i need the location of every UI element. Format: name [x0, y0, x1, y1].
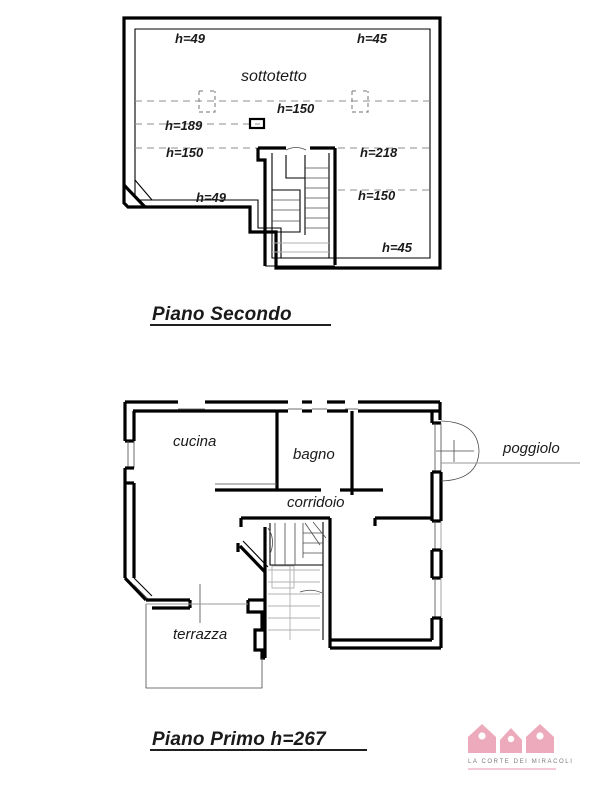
brand-logo: LA CORTE DEI MIRACOLI	[468, 724, 574, 770]
first-floor-left-bevel-inner	[133, 577, 153, 597]
first-floor-title-group: Piano Primo h=267	[150, 729, 367, 751]
h-label-h218-right: h=218	[360, 145, 398, 160]
second-floor-bevel-corner	[122, 183, 147, 209]
stair-winder-diag-2	[312, 521, 327, 539]
room-label-terrazza: terrazza	[173, 626, 227, 643]
h-label-h45-top-right: h=45	[357, 31, 388, 46]
h-label-h189-left: h=189	[165, 118, 203, 133]
stair-rail-diagonal-inner	[242, 540, 269, 568]
second-floor-title: Piano Secondo	[152, 304, 292, 325]
logo-brand-text: LA CORTE DEI MIRACOLI	[468, 759, 574, 765]
room-label-sottotetto: sottotetto	[241, 68, 307, 85]
stair-arrow-lower	[299, 589, 323, 594]
stair-winder-arc-left	[267, 527, 273, 555]
second-floor-bevel-corner-inner	[134, 179, 153, 201]
room-label-corridoio: corridoio	[287, 494, 345, 511]
second-floor-outer-wall	[122, 16, 442, 270]
second-floor-title-group: Piano Secondo	[150, 304, 331, 326]
h-label-h150-left: h=150	[166, 145, 204, 160]
h-label-h49-top-left: h=49	[175, 31, 206, 46]
logo-house-right-window-icon	[536, 732, 544, 740]
logo-house-left-window-icon	[478, 732, 486, 740]
stair-shaft-inner	[271, 153, 330, 259]
h-label-h150-right: h=150	[358, 188, 396, 203]
second-floor-stair-arc	[285, 147, 307, 151]
skylight-left	[198, 90, 216, 113]
skylight-right	[351, 90, 369, 113]
stair-winder-diag-1	[304, 522, 321, 546]
second-floor-plan: h=49 h=45 h=150 h=189 h=150 h=218 h=150 …	[122, 16, 442, 270]
second-floor-stair-landing	[285, 155, 305, 179]
first-floor-bottom-wall-step	[246, 600, 265, 660]
first-floor-title: Piano Primo h=267	[152, 729, 327, 750]
first-floor-stair-treads-upper	[269, 523, 323, 566]
logo-house-middle-window-icon	[507, 735, 515, 743]
terrazza-outline	[145, 604, 263, 689]
room-label-cucina: cucina	[173, 433, 216, 450]
stair-rail-diagonal	[238, 544, 267, 574]
second-floor-inner-roof-line	[134, 28, 431, 259]
h-label-h49-bottom: h=49	[196, 190, 227, 205]
second-floor-stair-treads-right	[304, 155, 329, 235]
h-label-h150-center: h=150	[277, 101, 315, 116]
first-floor-plan: cucina bagno corridoio terrazza poggiolo	[123, 400, 580, 689]
second-floor-stair-treads-left	[272, 189, 301, 233]
room-label-bagno: bagno	[293, 446, 335, 463]
room-label-poggiolo: poggiolo	[502, 440, 560, 457]
first-floor-left-bevel	[123, 576, 148, 602]
attic-hatch	[248, 117, 266, 130]
h-label-h45-bottom-right: h=45	[382, 240, 413, 255]
poggiolo-balcony-arc	[440, 420, 480, 482]
first-floor-left-bevel-inner2	[133, 584, 151, 602]
stair-landing-box	[271, 565, 295, 589]
second-floor-stair-enclosure	[256, 148, 267, 266]
